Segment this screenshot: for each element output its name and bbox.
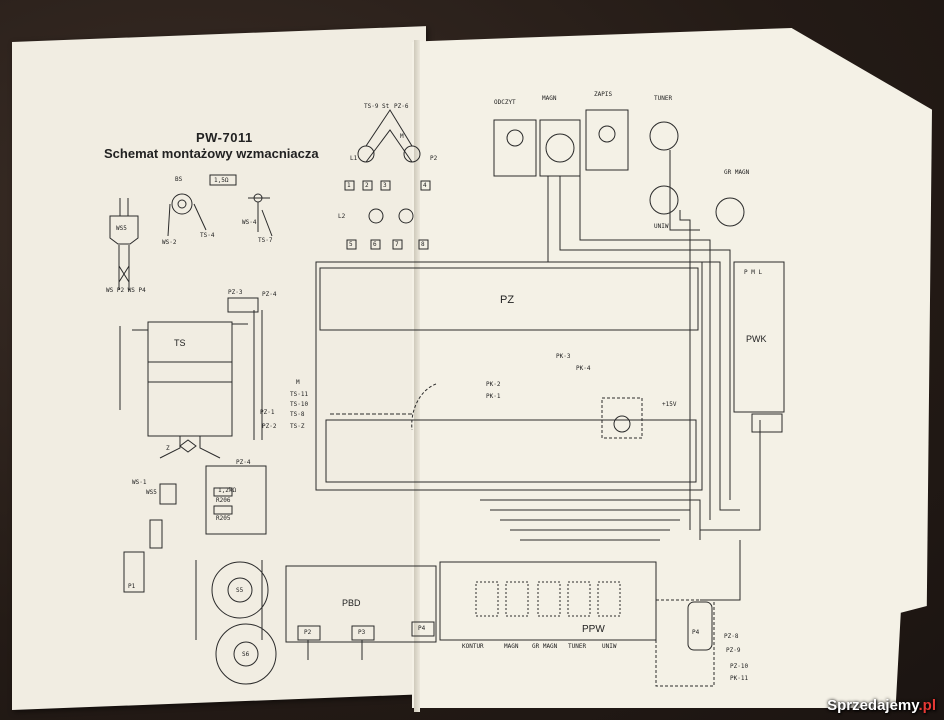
label-s5: S5	[236, 587, 244, 594]
label-ws2: WS·2	[162, 239, 177, 246]
label-pk1: PK·1	[486, 393, 501, 400]
label-pz8: PZ·8	[724, 633, 739, 640]
label-ppw-uniw: UNIW	[602, 643, 617, 650]
label-ts4: TS·4	[200, 232, 215, 239]
label-ts: TS	[174, 338, 186, 348]
label-pz4b: PZ·4	[236, 459, 251, 466]
label-ws-pins: WS P2 WS P4	[106, 287, 146, 294]
label-ws5b: WS5	[146, 489, 157, 496]
label-ppw-tuner: TUNER	[568, 643, 587, 650]
label-ws4: WS·4	[242, 219, 257, 226]
label-gr-magn: GR MAGN	[724, 169, 750, 176]
label-r206: R206	[216, 497, 231, 504]
label-st: St	[382, 103, 390, 110]
label-l2: L2	[338, 213, 346, 220]
pwk-block	[733, 261, 785, 433]
label-pz3: PZ·3	[228, 289, 243, 296]
pz-pin-ts8: TS·8	[290, 411, 305, 418]
label-z: Z	[166, 445, 170, 452]
pz-board	[315, 261, 703, 491]
label-p3: P3	[358, 629, 366, 636]
pin-2: 2	[365, 182, 369, 189]
pin-1: 1	[347, 182, 351, 189]
switch-assembly	[123, 465, 277, 685]
label-odczyt: ODCZYT	[494, 99, 516, 106]
label-zapis: ZAPIS	[594, 91, 613, 98]
label-r205: R205	[216, 515, 231, 522]
label-tuner: TUNER	[654, 95, 673, 102]
pin-4: 4	[423, 182, 427, 189]
label-resistor: 1,5Ω	[214, 177, 229, 184]
label-p2: P2	[304, 629, 312, 636]
document-model: PW-7011	[196, 130, 253, 145]
label-p4: P4	[418, 625, 426, 632]
label-p1: P1	[128, 583, 136, 590]
pz-pin-ts11: TS·11	[290, 391, 309, 398]
ppw-board	[439, 561, 657, 641]
label-pz9: PZ·9	[726, 647, 741, 654]
label-ppw-kontur: KONTUR	[462, 643, 484, 650]
p4-component	[655, 599, 715, 687]
label-s6: S6	[242, 651, 250, 658]
label-uniw: UNIW	[654, 223, 669, 230]
label-pz1: PZ·1	[260, 409, 275, 416]
pz-pin-tsz: TS·Z	[290, 423, 305, 430]
label-ws5: WS5	[116, 225, 127, 232]
bs-bulb	[167, 174, 273, 237]
label-pz4: PZ·4	[262, 291, 277, 298]
label-pz: PZ	[500, 294, 515, 306]
label-pk2: PK·2	[486, 381, 501, 388]
label-ws1: WS·1	[132, 479, 147, 486]
label-pwk-pins: P M L	[744, 269, 763, 276]
label-pz6: PZ·6	[394, 103, 409, 110]
label-ts9: TS·9	[364, 103, 379, 110]
tape-sockets	[493, 109, 745, 227]
mains-plug	[109, 198, 139, 290]
pin-8: 8	[421, 241, 425, 248]
label-l1: L1	[350, 155, 358, 162]
pin-5: 5	[349, 241, 353, 248]
label-pbd: PBD	[342, 598, 361, 608]
pz-pin-ts10: TS·10	[290, 401, 309, 408]
label-m: M	[400, 133, 404, 140]
label-pk11: PK·11	[730, 675, 749, 682]
watermark: Sprzedajemy.pl	[827, 697, 936, 714]
label-pk4: PK·4	[576, 365, 591, 372]
label-pz2: PZ·2	[262, 423, 277, 430]
label-r210: 1,2kΩ	[218, 487, 237, 494]
transformer-ts	[119, 297, 263, 459]
label-p4-right: P4	[692, 629, 700, 636]
label-pz10: PZ·10	[730, 663, 749, 670]
pin-3: 3	[383, 182, 387, 189]
watermark-text: Sprzedajemy	[827, 697, 919, 714]
label-ppw: PPW	[582, 624, 605, 635]
watermark-tld: .pl	[918, 697, 937, 714]
pbd-board	[285, 565, 437, 660]
connector-block	[344, 109, 431, 250]
label-pwk: PWK	[746, 334, 767, 344]
label-pk3: PK·3	[556, 353, 571, 360]
label-ts7: TS·7	[258, 237, 273, 244]
document-subtitle: Schemat montażowy wzmacniacza	[104, 146, 319, 161]
right-page	[412, 28, 932, 708]
pz-pin-m: M	[296, 379, 300, 386]
pin-7: 7	[395, 241, 399, 248]
label-bs: BS	[175, 176, 183, 183]
label-plus15v: +15V	[662, 401, 677, 408]
label-ppw-gr-magn: GR MAGN	[532, 643, 558, 650]
label-magn: MAGN	[542, 95, 557, 102]
wiring-bundle	[480, 150, 761, 601]
label-ppw-magn: MAGN	[504, 643, 519, 650]
label-p2-conn: P2	[430, 155, 438, 162]
page-fold	[414, 40, 420, 712]
pin-6: 6	[373, 241, 377, 248]
